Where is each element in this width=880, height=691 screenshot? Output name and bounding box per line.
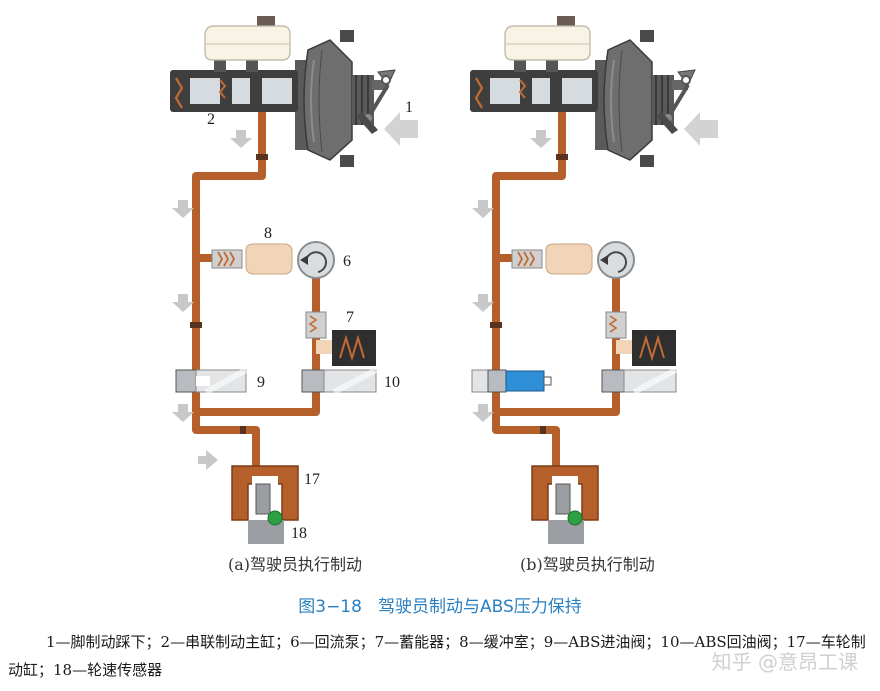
label-return-pump: 6 bbox=[343, 253, 351, 270]
figure-title: 图3−18 驾驶员制动与ABS压力保持 bbox=[0, 592, 880, 617]
label-accumulator: 7 bbox=[346, 309, 354, 326]
label-wheel-cylinder: 17 bbox=[304, 471, 320, 488]
watermark: 知乎 @意昂工课 bbox=[711, 650, 858, 674]
caption-panel-b: (b)驾驶员执行制动 bbox=[520, 555, 655, 574]
label-damper-chamber: 8 bbox=[264, 225, 272, 242]
panel-a: 1 2 8 6 7 9 10 17 18 bbox=[170, 16, 418, 544]
abs-inlet-valve-open bbox=[175, 367, 248, 395]
label-wheel-sensor: 18 bbox=[291, 525, 307, 542]
figure-number: 图3−18 bbox=[298, 597, 362, 617]
abs-inlet-valve-closed bbox=[471, 369, 552, 393]
caption-panel-a: (a)驾驶员执行制动 bbox=[228, 555, 363, 574]
part-labels: 1 2 8 6 7 9 10 17 18 bbox=[207, 99, 413, 542]
figure-title-text: 驾驶员制动与ABS压力保持 bbox=[377, 597, 582, 617]
label-pedal: 1 bbox=[405, 99, 413, 116]
brake-system-diagram: 1 2 8 6 7 9 10 17 18 bbox=[0, 0, 880, 545]
outflow-arrow-wheel bbox=[198, 450, 218, 470]
panel-b bbox=[470, 16, 718, 544]
label-master-cylinder: 2 bbox=[207, 111, 215, 128]
label-outlet-valve: 10 bbox=[384, 374, 400, 391]
label-inlet-valve: 9 bbox=[257, 374, 265, 391]
figure-legend: 1—脚制动踩下；2—串联制动主缸；6—回流泵；7—蓄能器；8—缓冲室；9—ABS… bbox=[8, 633, 866, 679]
